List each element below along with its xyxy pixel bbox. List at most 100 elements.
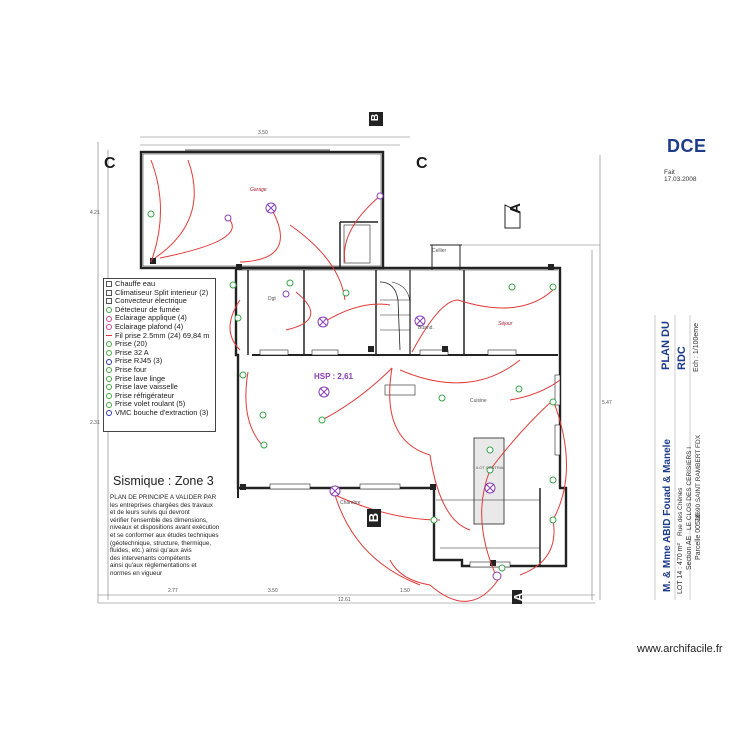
notes-line: des intervenants compétents [110,554,191,562]
wall-posts [150,258,554,566]
legend-label: Prise 32 A [115,347,149,357]
legend-label: Climatiseur Split interieur (2) [115,287,209,297]
ceiling-light-icon [106,324,112,331]
legend-label: Chauffe eau [115,279,156,288]
wall-light-icon [106,315,112,322]
legend-row: Prise lave vaisselle [106,383,213,392]
split-ac-icon [106,289,112,296]
legend-label: Prise volet roulant (5) [115,399,186,409]
legend-label: Prise réfrigérateur [115,390,175,400]
fridge-socket-icon [106,393,112,400]
date-value: 17.03.2008 [664,176,697,183]
section-marker-shapes [367,112,522,604]
legend-row: Détecteur de fumée [106,304,213,315]
legend-row: Prise lave linge [106,373,213,384]
legend-label: Prise RJ45 (3) [115,356,163,366]
address-line-2: LE CLOS DES CERISIERS I [686,446,693,530]
section-marker-a-bottom: A [511,592,526,602]
dimension-label: 2.31 [90,420,100,426]
legend-row: VMC bouche d'extraction (3) [106,408,213,418]
legend-label: Prise (20) [115,339,148,349]
parcelle-label: Parcelle 00516 [695,513,702,560]
watermark-link[interactable]: www.archifacile.fr [637,643,723,655]
dimension-lines [97,136,601,604]
notes-line: ainsi qu'aux réglementations et [110,562,197,570]
date-label: Fait [664,169,675,176]
legend-row: Prise (20) [106,340,213,349]
hsp-label: HSP : 2,61 [314,372,353,381]
dimension-label: 1.50 [400,588,410,594]
notes-line: (géotechnique, structure, thermique, [110,539,212,547]
notes-heading: PLAN DE PRINCIPE A VALIDER PAR [110,494,217,501]
date-block: Fait 17.03.2008 [664,169,697,183]
dishwasher-socket-icon [106,384,112,391]
section-marker-b-left: B [366,512,382,523]
legend-label: Prise lave linge [115,373,166,383]
disclaimer-notes: PLAN DE PRINCIPE A VALIDER PAR les entre… [110,494,245,578]
notes-line: les entreprises chargées des travaux [110,501,213,509]
dimension-label: 2.77 [168,588,178,594]
legend-row: Prise volet roulant (5) [106,400,213,409]
room-label-sejour: Séjour [498,321,513,327]
legend-row: Chauffe eau [106,279,213,289]
notes-line: niveaux et dispositions avant exécution [110,524,220,532]
legend-row: Prise RJ45 (3) [106,357,213,366]
legend-row: Climatiseur Split interieur (2) [106,287,213,298]
socket-icon [106,341,112,348]
section-marker-b-top: B [370,113,382,122]
stage-label: DCE [667,136,707,156]
legend-row: Prise four [106,364,213,375]
water-heater-icon [106,281,112,288]
oven-socket-icon [106,367,112,374]
vmc-icon [106,410,112,417]
legend-row: Prise réfrigérateur [106,390,213,401]
section-marker-c-right: C [416,155,428,172]
dimension-label: 5.47 [602,400,612,406]
notes-line: vérifier l'ensemble des dimensions, [110,516,208,524]
legend-box: Chauffe eau Climatiseur Split interieur … [103,278,216,432]
client-name: M. & Mme ABID Fouad & Manele [662,439,673,592]
dimension-label: 3.50 [258,130,268,136]
washer-socket-icon [106,375,112,382]
section-marker-a-top: A [506,203,524,214]
notes-line: et se conformer aux études techniques [110,531,219,539]
house-walls [234,244,568,568]
legend-label: Convecteur électrique [115,296,187,306]
drawing-title-line-2: RDC [676,346,688,370]
room-label-chambre: Chambre [340,500,361,506]
legend-label: Fil prise 2.5mm (24) 69,84 m [115,330,210,340]
electrical-wiring [150,159,567,602]
dimension-label: 3.50 [268,588,278,594]
light-symbols [224,192,502,581]
legend-row: Convecteur électrique [106,297,213,306]
address-line-1: Rue des Chênes [677,487,684,536]
lot-label: LOT 14 : 470 m² [677,543,684,594]
title-block-frame [654,315,691,600]
legend-label: Détecteur de fumée [115,304,180,314]
convector-icon [106,298,112,305]
garage-walls [139,149,385,270]
socket-symbols [147,210,557,572]
dimension-label: 4.21 [90,210,100,216]
socket-32a-icon [106,350,112,357]
legend-row: Fil prise 2.5mm (24) 69,84 m [106,330,213,341]
smoke-detector-icon [106,307,112,314]
drawing-title-line-1: PLAN DU [660,321,672,370]
room-label-cellier: Cellier [432,248,447,254]
shutter-socket-icon [106,401,112,408]
legend-label: Prise four [115,364,147,374]
dimension-label: 12.61 [338,597,351,603]
legend-label: Eclairage applique (4) [115,313,187,323]
legend-row: Prise 32 A [106,347,213,358]
legend-row: Eclairage applique (4) [106,314,213,323]
legend-label: Eclairage plafond (4) [115,321,184,331]
section-label: Section AE [686,535,693,570]
rj45-icon [106,358,112,365]
room-label-dgt: Dgt [268,296,276,302]
notes-line: fluides, etc.) ainsi qu'aux avis [110,547,192,555]
seismic-zone-label: Sismique : Zone 3 [113,474,214,488]
notes-line: normes en vigueur [110,569,163,577]
notes-line: et de leurs suivis qui devront [110,509,190,517]
room-label-ilot: ILOT CENTRAL [476,465,505,470]
